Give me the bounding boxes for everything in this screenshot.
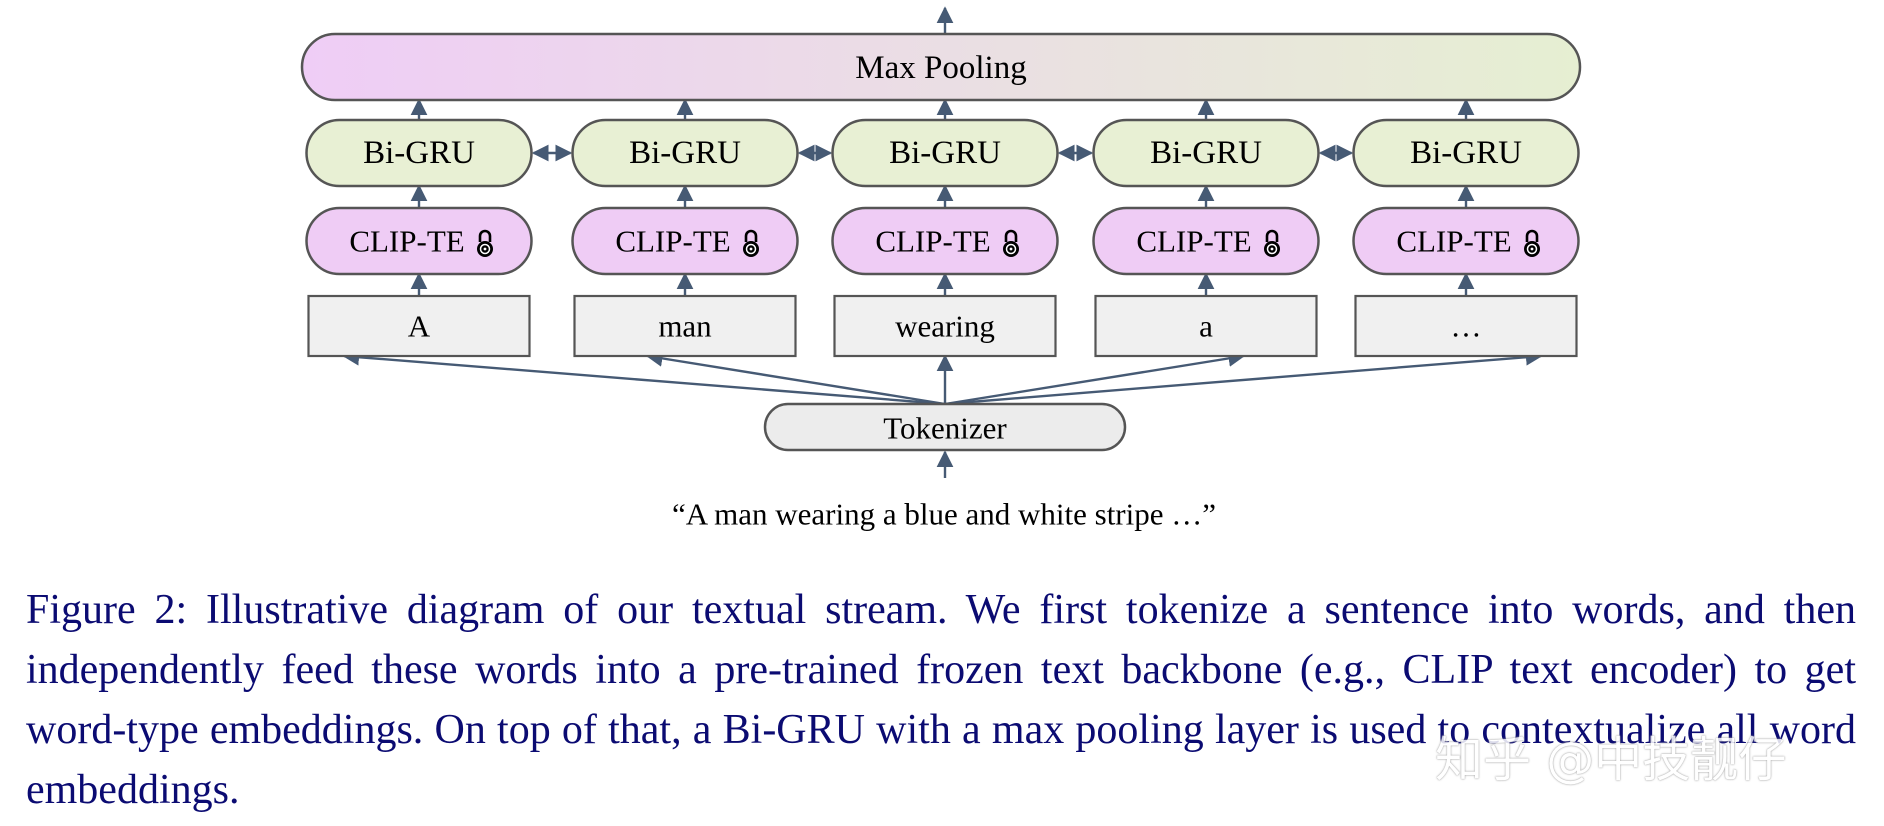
lock-icon (1264, 229, 1280, 257)
column-5: Bi-GRU CLIP-TE … (1352, 118, 1580, 358)
clip-te-label: CLIP-TE (1396, 224, 1511, 259)
bi-gru-label: Bi-GRU (363, 135, 475, 171)
bi-gru-box (571, 118, 799, 188)
lock-icon (1003, 229, 1019, 257)
clip-te-label: CLIP-TE (875, 224, 990, 259)
bi-gru-box (1092, 118, 1320, 188)
token-label: wearing (895, 309, 995, 344)
lock-icon (1524, 229, 1540, 257)
watermark: 知乎 @中技靓仔 (1435, 732, 1787, 788)
arrows-layer (342, 6, 1543, 478)
figure-caption: Figure 2: Illustrative diagram of our te… (26, 587, 1856, 813)
token-label: A (408, 309, 431, 344)
column-1: Bi-GRU CLIP-TE A (305, 118, 533, 358)
tokenizer-label: Tokenizer (883, 411, 1007, 446)
token-box (1354, 294, 1578, 358)
bi-gru-box (1352, 118, 1580, 188)
token-box (573, 294, 797, 358)
bi-gru-box (305, 118, 533, 188)
columns-layer: Bi-GRU CLIP-TE A Bi-GRU CLIP-TE man Bi-GRU CLIP… (305, 118, 1580, 358)
clip-te-box (571, 206, 799, 276)
column-2: Bi-GRU CLIP-TE man (571, 118, 799, 358)
column-4: Bi-GRU CLIP-TE a (1092, 118, 1320, 358)
max-pooling-label: Max Pooling (855, 50, 1026, 86)
textual-stream-diagram: Max Pooling Tokenizer “A man wearing a b… (300, 6, 1582, 532)
clip-te-label: CLIP-TE (1136, 224, 1251, 259)
bi-gru-label: Bi-GRU (1410, 135, 1522, 171)
tokenizer-box (763, 402, 1127, 452)
bi-gru-label: Bi-GRU (1150, 135, 1262, 171)
token-label: man (658, 309, 712, 344)
token-label: … (1451, 309, 1482, 344)
clip-te-box (1352, 206, 1580, 276)
clip-te-box (305, 206, 533, 276)
tokenizer-to-token-arrow (944, 348, 1543, 406)
tokenizer-to-token-arrow (645, 350, 946, 406)
tokenizer-to-token-arrow (342, 348, 946, 406)
nodes-layer: Max Pooling Tokenizer “A man wearing a b… (300, 32, 1582, 532)
input-sentence: “A man wearing a blue and white stripe …… (672, 497, 1216, 532)
column-3: Bi-GRU CLIP-TE wearing (831, 118, 1059, 358)
token-box (307, 294, 531, 358)
token-box (833, 294, 1057, 358)
bi-gru-label: Bi-GRU (629, 135, 741, 171)
clip-te-label: CLIP-TE (349, 224, 464, 259)
token-box (1094, 294, 1318, 358)
lock-icon (477, 229, 493, 257)
clip-te-label: CLIP-TE (615, 224, 730, 259)
tokenizer-to-token-arrow (944, 350, 1246, 406)
bi-gru-label: Bi-GRU (889, 135, 1001, 171)
max-pooling-box (300, 32, 1582, 102)
clip-te-box (831, 206, 1059, 276)
clip-te-box (1092, 206, 1320, 276)
bi-gru-box (831, 118, 1059, 188)
lock-icon (743, 229, 759, 257)
token-label: a (1199, 309, 1213, 344)
